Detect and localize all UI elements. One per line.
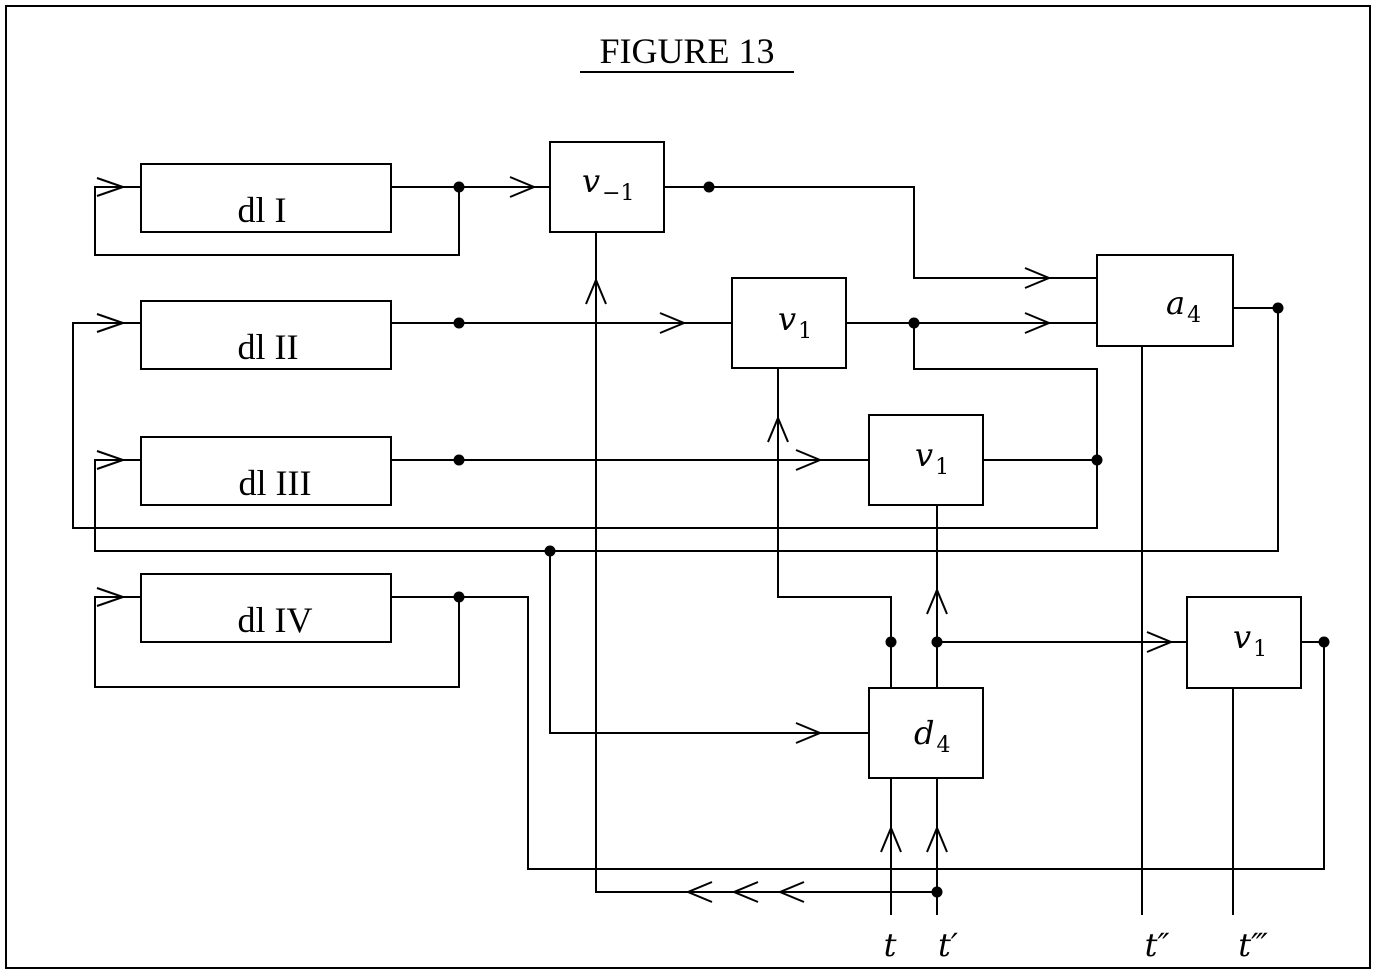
svg-text:a4: a4 bbox=[1166, 284, 1201, 328]
svg-text:v−1: v−1 bbox=[582, 162, 635, 206]
terminal-t-double-prime: t″ bbox=[1145, 926, 1170, 964]
junctions bbox=[453, 181, 1330, 898]
organ-v-minus-1-base: v bbox=[582, 162, 600, 200]
delay-line-4: dl IV bbox=[140, 573, 392, 643]
organ-v1-right: v1 bbox=[1186, 596, 1302, 689]
delay-line-2: dl II bbox=[140, 300, 392, 370]
arrowheads bbox=[96, 176, 1174, 903]
terminal-t-triple-prime: t‴ bbox=[1238, 926, 1268, 964]
organ-v1-middle-base: v bbox=[778, 300, 796, 338]
organ-v-minus-1-subscript: −1 bbox=[602, 181, 634, 206]
organ-d4-base: d bbox=[914, 714, 934, 752]
organ-v1-lower-base: v bbox=[915, 436, 933, 474]
organ-v1-right-base: v bbox=[1233, 618, 1251, 656]
delay-line-4-label: dl IV bbox=[238, 600, 313, 640]
terminal-t-prime: t′ bbox=[938, 926, 959, 964]
figure-title: FIGURE 13 bbox=[599, 31, 774, 71]
organ-v1-lower-subscript: 1 bbox=[935, 455, 949, 480]
delay-line-1-label: dl I bbox=[238, 190, 287, 230]
organ-v1-middle-subscript: 1 bbox=[798, 319, 812, 344]
outer-frame bbox=[5, 5, 1371, 969]
organ-v1-right-subscript: 1 bbox=[1253, 637, 1267, 662]
organ-v-minus-1: v−1 bbox=[549, 141, 665, 233]
terminal-t: t bbox=[884, 926, 897, 964]
wires bbox=[72, 186, 1325, 915]
organ-a4-subscript: 4 bbox=[1187, 303, 1201, 328]
svg-text:d4: d4 bbox=[914, 714, 950, 758]
svg-text:v1: v1 bbox=[915, 436, 949, 480]
organ-d4-subscript: 4 bbox=[936, 733, 950, 758]
svg-text:v1: v1 bbox=[1233, 618, 1267, 662]
organ-v1-middle: v1 bbox=[731, 277, 847, 369]
organ-a4: a4 bbox=[1096, 254, 1234, 347]
organ-d4: d4 bbox=[868, 687, 984, 779]
organ-v1-lower: v1 bbox=[868, 414, 984, 506]
delay-line-2-label: dl II bbox=[238, 327, 299, 367]
svg-text:v1: v1 bbox=[778, 300, 812, 344]
delay-line-3: dl III bbox=[140, 436, 392, 506]
organ-a4-base: a bbox=[1166, 284, 1185, 322]
delay-line-3-label: dl III bbox=[239, 463, 312, 503]
delay-line-1: dl I bbox=[140, 163, 392, 233]
